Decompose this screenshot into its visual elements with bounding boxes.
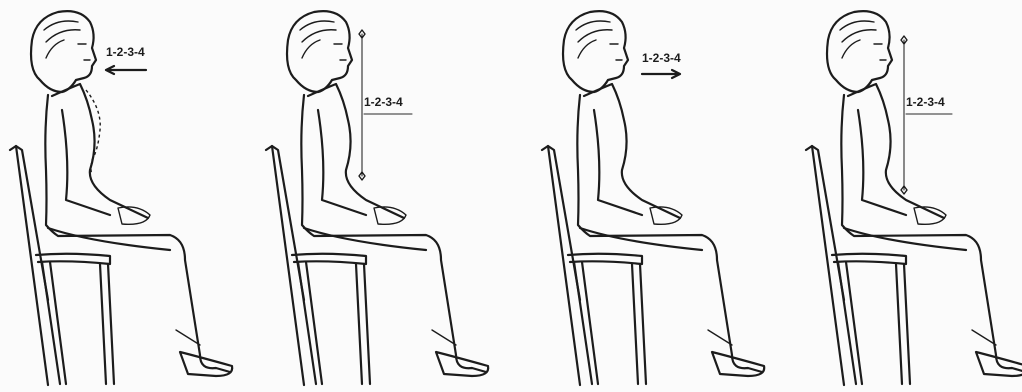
count-label: 1-2-3-4 [906,95,945,109]
count-label: 1-2-3-4 [106,45,145,59]
figure-panel-4: 1-2-3-4 [806,11,1022,385]
head-icon [287,11,352,92]
arrow-left-icon [106,66,146,74]
head-icon [827,11,892,92]
seated-woman-icon [577,84,764,376]
chair-icon [542,146,646,385]
seated-woman-icon [301,84,488,376]
head-icon [31,11,96,92]
figure-panel-3: 1-2-3-4 [542,11,764,385]
seated-woman-icon [45,84,232,376]
chair-icon [266,146,370,385]
arrow-right-icon [642,70,680,78]
seated-woman-icon [841,84,1022,376]
figure-panel-2: 1-2-3-4 [266,11,488,385]
head-icon [563,11,628,92]
figure-panel-1: 1-2-3-4 [10,11,232,385]
chair-icon [10,146,114,385]
count-label: 1-2-3-4 [364,95,403,109]
chair-icon [806,146,910,385]
count-label: 1-2-3-4 [642,51,681,65]
